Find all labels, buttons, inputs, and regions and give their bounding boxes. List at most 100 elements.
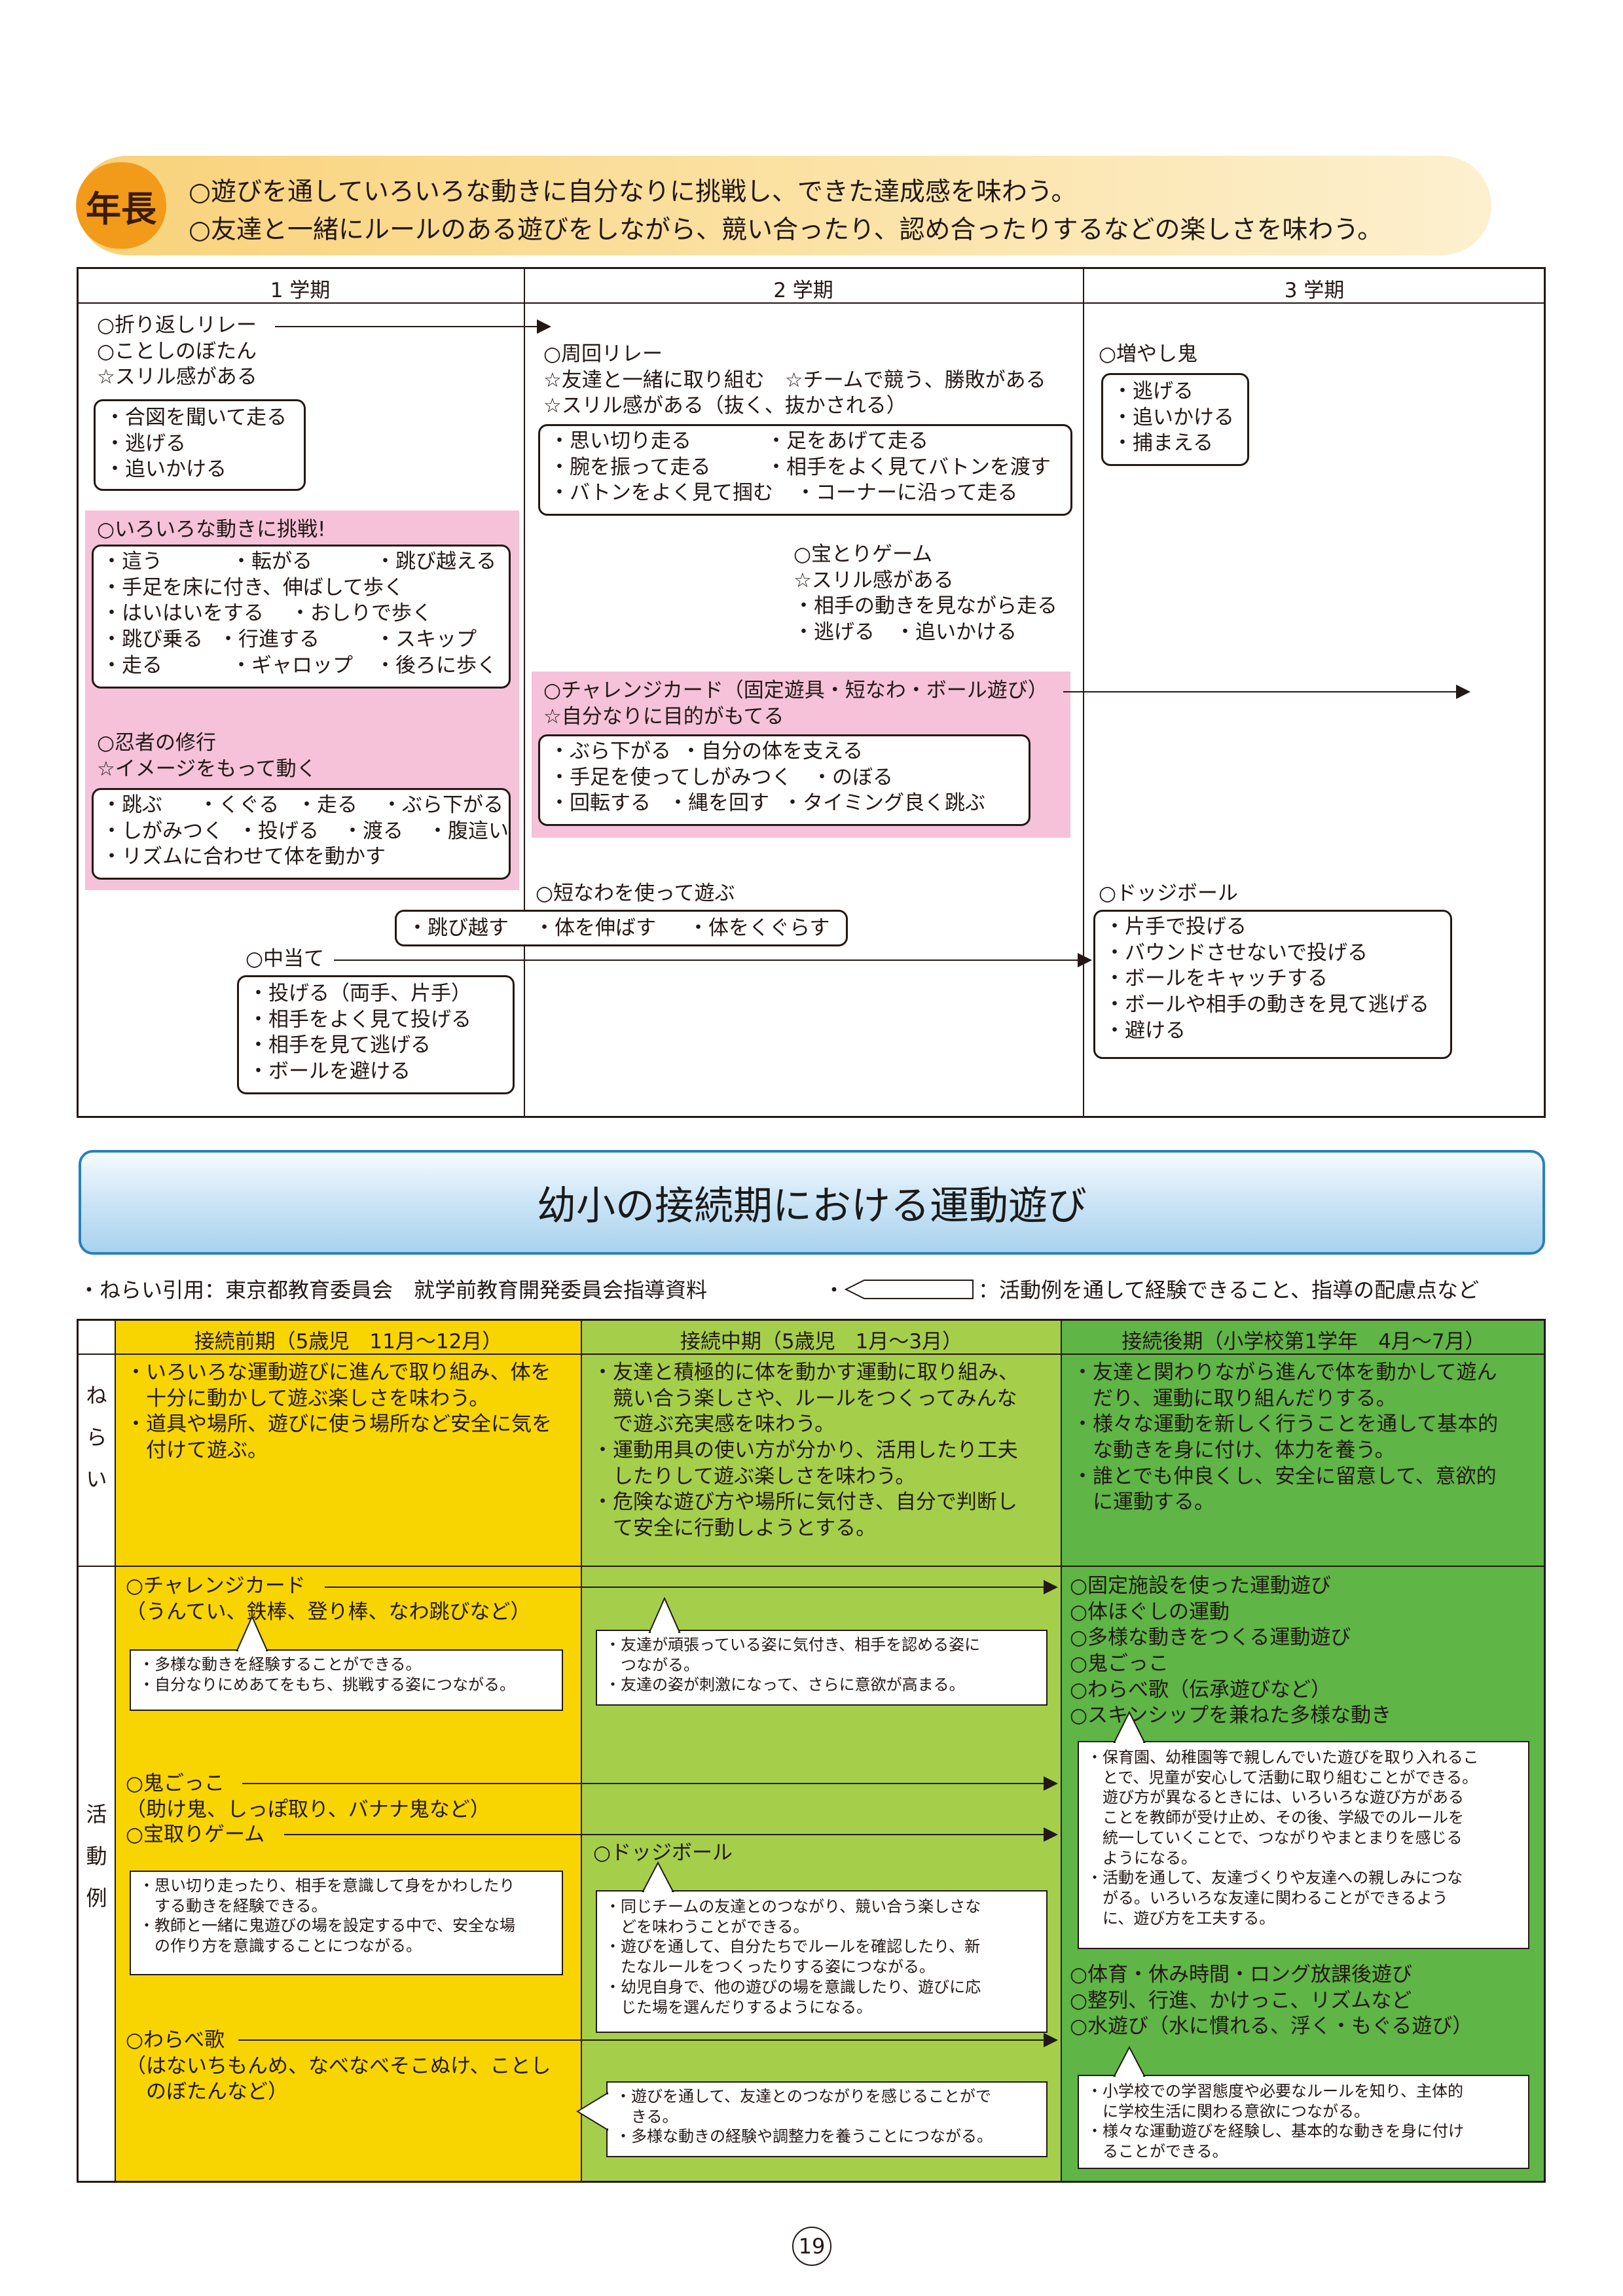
skill-item: ・思い切り走る [549, 429, 691, 453]
activity-line: ○鬼ごっこ [126, 1772, 225, 1795]
skill-item: ・投げる（両手、片手） [248, 982, 471, 1005]
label-char: 活 [86, 1802, 107, 1827]
aim-line: ・様々な運動を新しく行うことを通して基本的 [1072, 1412, 1499, 1437]
card-line: ☆自分なりに目的がもてる [543, 704, 784, 728]
aim-line: 十分に動かして遊ぶ楽しさを味わう。 [126, 1386, 490, 1410]
skill-item: ・走る [101, 653, 162, 677]
skill-item: ・走る [297, 793, 357, 817]
relay-line: ○折り返しリレー [97, 314, 257, 337]
aim-line: ・危険な遊び方や場所に気付き、自分で判断し [593, 1490, 1017, 1515]
skill-item: ・コーナーに沿って走る [795, 481, 1018, 505]
early-treasure: ○宝取りゲーム [126, 1823, 265, 1846]
header-term-3: 3 学期 [1284, 279, 1345, 302]
skill-item: ・縄を回す [668, 791, 769, 816]
callout-pointer-icon [236, 1615, 268, 1652]
treasure-line: ・逃げる ・追いかける [793, 620, 1017, 645]
relay-block: ○折り返しリレー ○ことしのぼたん ☆スリル感がある [97, 313, 257, 391]
skill-item: ・跳び越す [407, 916, 509, 940]
page-number: 19 [792, 2227, 831, 2266]
nakaate-arrow [334, 960, 1078, 961]
treasure-line: ○宝とりゲーム [793, 543, 933, 566]
relay-line: ☆友達と一緒に取り組む ☆チームで競う、勝敗がある [543, 368, 1046, 392]
aim-line: したりして遊ぶ楽しさを味わう。 [593, 1464, 916, 1488]
early-card-note: ・多様な動きを経験することができる。 ・自分なりにめあてをもち、挑戦する姿につな… [130, 1649, 563, 1711]
connection-table [77, 1319, 1546, 2183]
skill-item: ・跳び越える [375, 550, 497, 573]
note-line: ・友達が頑張っている姿に気付き、相手を認める姿に [605, 1636, 981, 1654]
skill-item: ・渡る [342, 819, 403, 843]
header-middle: 接続中期（5歳児 1月〜3月） [680, 1330, 963, 1354]
aim-late: ・友達と関わりながら進んで体を動かして遊ん だり、運動に取り組んだりする。 ・様… [1072, 1360, 1498, 1516]
oni-box: ・逃げる ・追いかける ・捕まえる [1101, 373, 1249, 466]
relay-skills-box: ・合図を聞いて走る ・逃げる ・追いかける [94, 399, 306, 491]
relay-arrow [275, 326, 537, 327]
early-card: ○チャレンジカード （うんてい、鉄棒、登り棒、なわ跳びなど） [126, 1573, 530, 1625]
label-char: ね [86, 1383, 107, 1408]
relay-line: ☆スリル感がある（抜く、抜かされる） [543, 394, 907, 418]
activity-line: ○整列、行進、かけっこ、リズムなど [1070, 1988, 1412, 2013]
section-title: 幼小の接続期における運動遊び [79, 1150, 1545, 1255]
label-char: 動 [86, 1844, 107, 1869]
nakaate-title: ○中当て [246, 947, 325, 971]
aim-line: で遊ぶ充実感を味わう。 [593, 1412, 835, 1437]
skill-item: ・くぐる [198, 793, 280, 817]
skill-item: ・手足を使ってしがみつく [549, 765, 792, 789]
goal-line-2: ○友達と一緒にルールのある遊びをしながら、競い合ったり、認め合ったりするなどの楽… [189, 215, 1383, 245]
warabe-arrow [238, 2039, 1044, 2041]
late-note-1: ・保育園、幼稚園等で親しんでいた遊びを取り入れるこ とで、児童が安心して活動に取… [1078, 1741, 1529, 1949]
note-line: つながる。 [605, 1655, 699, 1674]
note-line: に学校生活に関わる意欲につながる。 [1087, 2102, 1370, 2121]
activity-line: （うんてい、鉄棒、登り棒、なわ跳びなど） [126, 1600, 531, 1624]
aim-line: ・友達と積極的に体を動かす運動に取り組み、 [593, 1361, 1019, 1384]
middle-dodgeball-note: ・同じチームの友達とのつながり、競い合う楽しさな どを味わうことができる。 ・遊… [596, 1890, 1048, 2033]
activity-line: ○チャレンジカード [126, 1574, 306, 1598]
skill-item: ・はいはいをする [101, 601, 264, 626]
skill-item: ・のぼる [812, 765, 893, 789]
note-line: とで、児童が安心して活動に取り組むことができる。 [1087, 1768, 1478, 1787]
legend-bullet: ・ [824, 1278, 845, 1302]
row-divider [77, 1566, 1546, 1567]
aim-line: に運動する。 [1072, 1490, 1214, 1515]
skill-item: ・ボールを避ける [248, 1060, 410, 1084]
skill-item: ・おしりで歩く [290, 601, 432, 626]
aim-line: 付けて遊ぶ。 [126, 1439, 268, 1463]
activity-line: ○固定施設を使った運動遊び [1070, 1574, 1332, 1598]
header-late: 接続後期（小学校第1学年 4月〜7月） [1122, 1330, 1486, 1354]
aim-line: ・道具や場所、遊びに使う場所など安全に気を [126, 1412, 552, 1437]
skill-item: ・合図を聞いて走る [105, 406, 287, 429]
row-label-activity: 活 動 例 [79, 1793, 115, 1919]
note-line: ことを教師が受け止め、その後、学級でのルールを [1087, 1808, 1464, 1827]
aim-early: ・いろいろな運動遊びに進んで取り組み、体を 十分に動かして遊ぶ楽しさを味わう。 … [126, 1360, 552, 1464]
arrow-head-icon [1078, 953, 1092, 967]
skill-item: ・相手をよく見てバトンを渡す [766, 455, 1051, 479]
oni-arrow [242, 1783, 1044, 1784]
column-divider [1061, 1319, 1062, 2183]
note-line: きる。 [615, 2107, 678, 2126]
callout-pointer-icon [642, 1861, 674, 1893]
skill-item: ・体を伸ばす [534, 916, 656, 940]
skill-item: ・相手をよく見て投げる [248, 1007, 471, 1031]
skill-item: ・ボールをキャッチする [1104, 967, 1328, 991]
goal-line-1: ○遊びを通していろいろな動きに自分なりに挑戦し、できた達成感を味わう。 [189, 177, 1077, 207]
skill-item: ・這う [101, 550, 162, 573]
lap-relay-box: ・思い切り走る・足をあげて走る ・腕を振って走る・相手をよく見てバトンを渡す ・… [538, 424, 1072, 516]
note-line: 統一していくことで、つながりやまとまりを感じる [1087, 1828, 1463, 1847]
goal-banner [77, 156, 1491, 255]
early-treasure-note: ・思い切り走ったり、相手を意識して身をかわしたり する動きを経験できる。 ・教師… [130, 1871, 563, 1975]
note-line: ・遊びを通して、友達とのつながりを感じることがで [615, 2087, 991, 2106]
relay-line: ☆スリル感がある [97, 365, 257, 389]
early-oni: ○鬼ごっこ （助け鬼、しっぽ取り、バナナ鬼など） [126, 1771, 490, 1823]
header-term-2: 2 学期 [773, 279, 833, 302]
skill-item: ・バウンドさせないで投げる [1104, 941, 1368, 965]
middle-dodgeball: ○ドッジボール [593, 1841, 733, 1865]
note-line: ・多様な動きを経験することができる。 [139, 1655, 422, 1674]
ninja-box: ・跳ぶ・くぐる・走る・ぶら下がる ・しがみつく・投げる・渡る・腹這い ・リズムに… [92, 788, 511, 880]
note-line: ・幼児自身で、他の遊びの場を意識したり、遊びに応 [605, 1977, 981, 1996]
label-char: い [86, 1467, 107, 1492]
early-warabe: ○わらべ歌 （はないちもんめ、なべなべそこぬけ、ことし のぼたんなど） [126, 2028, 551, 2106]
treasure-arrow [284, 1834, 1044, 1835]
source-note: ・ねらい引用：東京都教育委員会 就学前教育開発委員会指導資料 [79, 1278, 708, 1302]
treasure-block: ○宝とりゲーム ☆スリル感がある ・相手の動きを見ながら走る ・逃げる ・追いか… [793, 542, 1057, 646]
nakaate-box: ・投げる（両手、片手） ・相手をよく見て投げる ・相手を見て逃げる ・ボールを避… [237, 975, 515, 1094]
skill-item: ・ギャロップ [231, 653, 353, 677]
